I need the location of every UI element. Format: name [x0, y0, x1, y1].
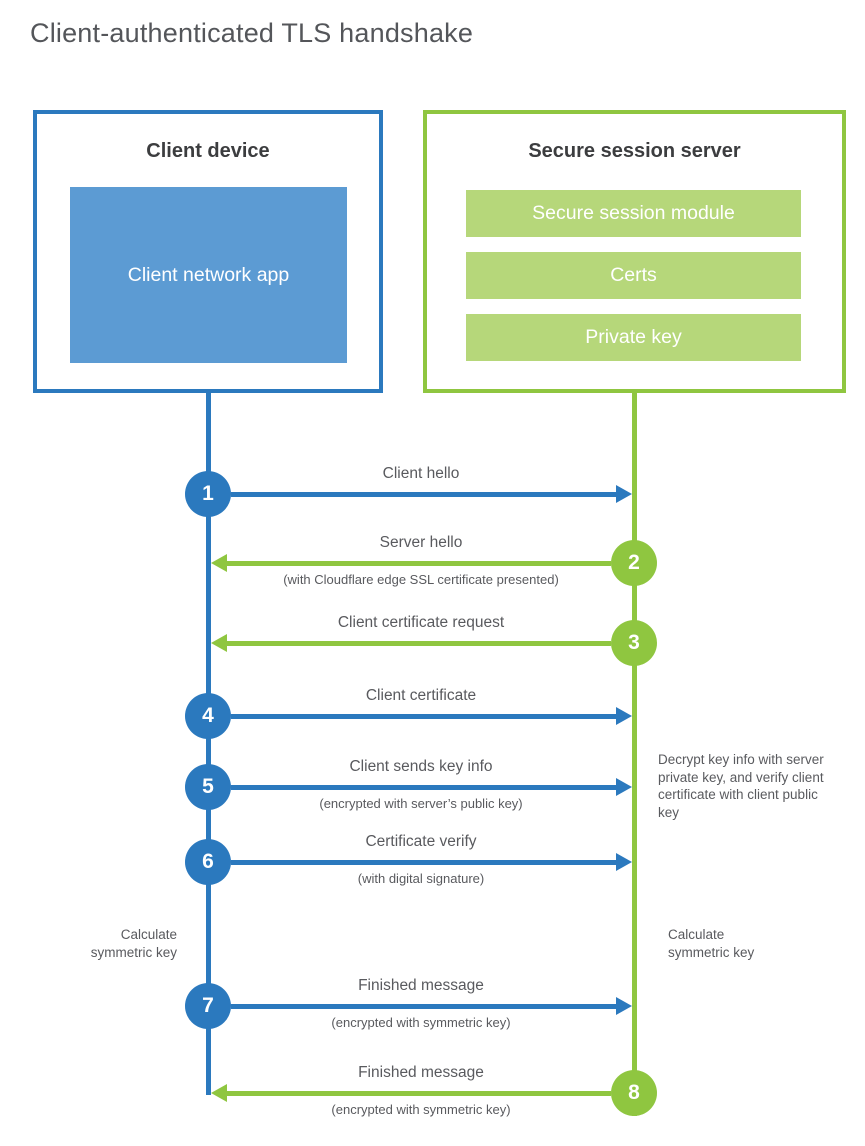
step-7-sublabel: (encrypted with symmetric key) [331, 1015, 511, 1030]
step-1-number: 1 [202, 482, 214, 505]
step-3-label: Client certificate request [337, 614, 505, 631]
step-3-arrowhead-icon [211, 634, 227, 652]
note-calculate-symmetric-key-client: Calculate symmetric key [90, 927, 177, 960]
step-7-number: 7 [202, 994, 214, 1017]
step-1-arrow [231, 492, 616, 497]
step-4-arrowhead-icon [616, 707, 632, 725]
client-lifeline [206, 391, 211, 1095]
step-5-arrowhead-icon [616, 778, 632, 796]
note-calculate-symmetric-key-server: Calculate symmetric key [668, 927, 755, 960]
step-7-arrowhead-icon [616, 997, 632, 1015]
step-8-arrow [227, 1091, 611, 1096]
step-6-arrow [231, 860, 616, 865]
step-8-label: Finished message [358, 1064, 484, 1081]
step-2-arrowhead-icon [211, 554, 227, 572]
step-8-number: 8 [628, 1081, 640, 1104]
step-8-arrowhead-icon [211, 1084, 227, 1102]
step-1-label: Client hello [382, 465, 460, 482]
step-8-sublabel: (encrypted with symmetric key) [331, 1102, 511, 1117]
step-4-badge: 4 [185, 693, 231, 739]
step-6-arrowhead-icon [616, 853, 632, 871]
client-network-app-label: Client network app [127, 263, 290, 286]
step-4-arrow [231, 714, 616, 719]
step-8-badge: 8 [611, 1070, 657, 1116]
step-7-arrow [231, 1004, 616, 1009]
server-module-private-key: Private key [466, 314, 801, 361]
step-1-arrowhead-icon [616, 485, 632, 503]
step-5-sublabel: (encrypted with server’s public key) [319, 796, 523, 811]
step-3-badge: 3 [611, 620, 657, 666]
step-7-badge: 7 [185, 983, 231, 1029]
step-6-number: 6 [202, 850, 214, 873]
step-1-badge: 1 [185, 471, 231, 517]
step-2-arrow [227, 561, 611, 566]
step-3-number: 3 [628, 631, 640, 654]
client-device-title: Client device [146, 140, 270, 162]
step-4-number: 4 [202, 704, 214, 727]
step-2-number: 2 [628, 551, 640, 574]
page-title: Client-authenticated TLS handshake [30, 18, 474, 48]
secure-session-server-title: Secure session server [528, 140, 741, 162]
step-6-badge: 6 [185, 839, 231, 885]
step-7-label: Finished message [358, 977, 484, 994]
step-2-label: Server hello [379, 534, 463, 551]
server-module-certs: Certs [466, 252, 801, 299]
step-5-label: Client sends key info [349, 758, 493, 775]
step-5-number: 5 [202, 775, 214, 798]
server-lifeline [632, 391, 637, 1116]
step-2-sublabel: (with Cloudflare edge SSL certificate pr… [283, 572, 559, 587]
step-3-arrow [227, 641, 611, 646]
step-4-label: Client certificate [365, 687, 477, 704]
note-decrypt-key-info: Decrypt key info with server private key… [658, 752, 824, 820]
step-5-arrow [231, 785, 616, 790]
client-device-box: Client device Client network app [33, 110, 383, 393]
step-6-sublabel: (with digital signature) [357, 871, 485, 886]
step-5-badge: 5 [185, 764, 231, 810]
client-network-app-box: Client network app [70, 187, 347, 363]
step-6-label: Certificate verify [365, 833, 477, 850]
server-module-secure-session: Secure session module [466, 190, 801, 237]
step-2-badge: 2 [611, 540, 657, 586]
